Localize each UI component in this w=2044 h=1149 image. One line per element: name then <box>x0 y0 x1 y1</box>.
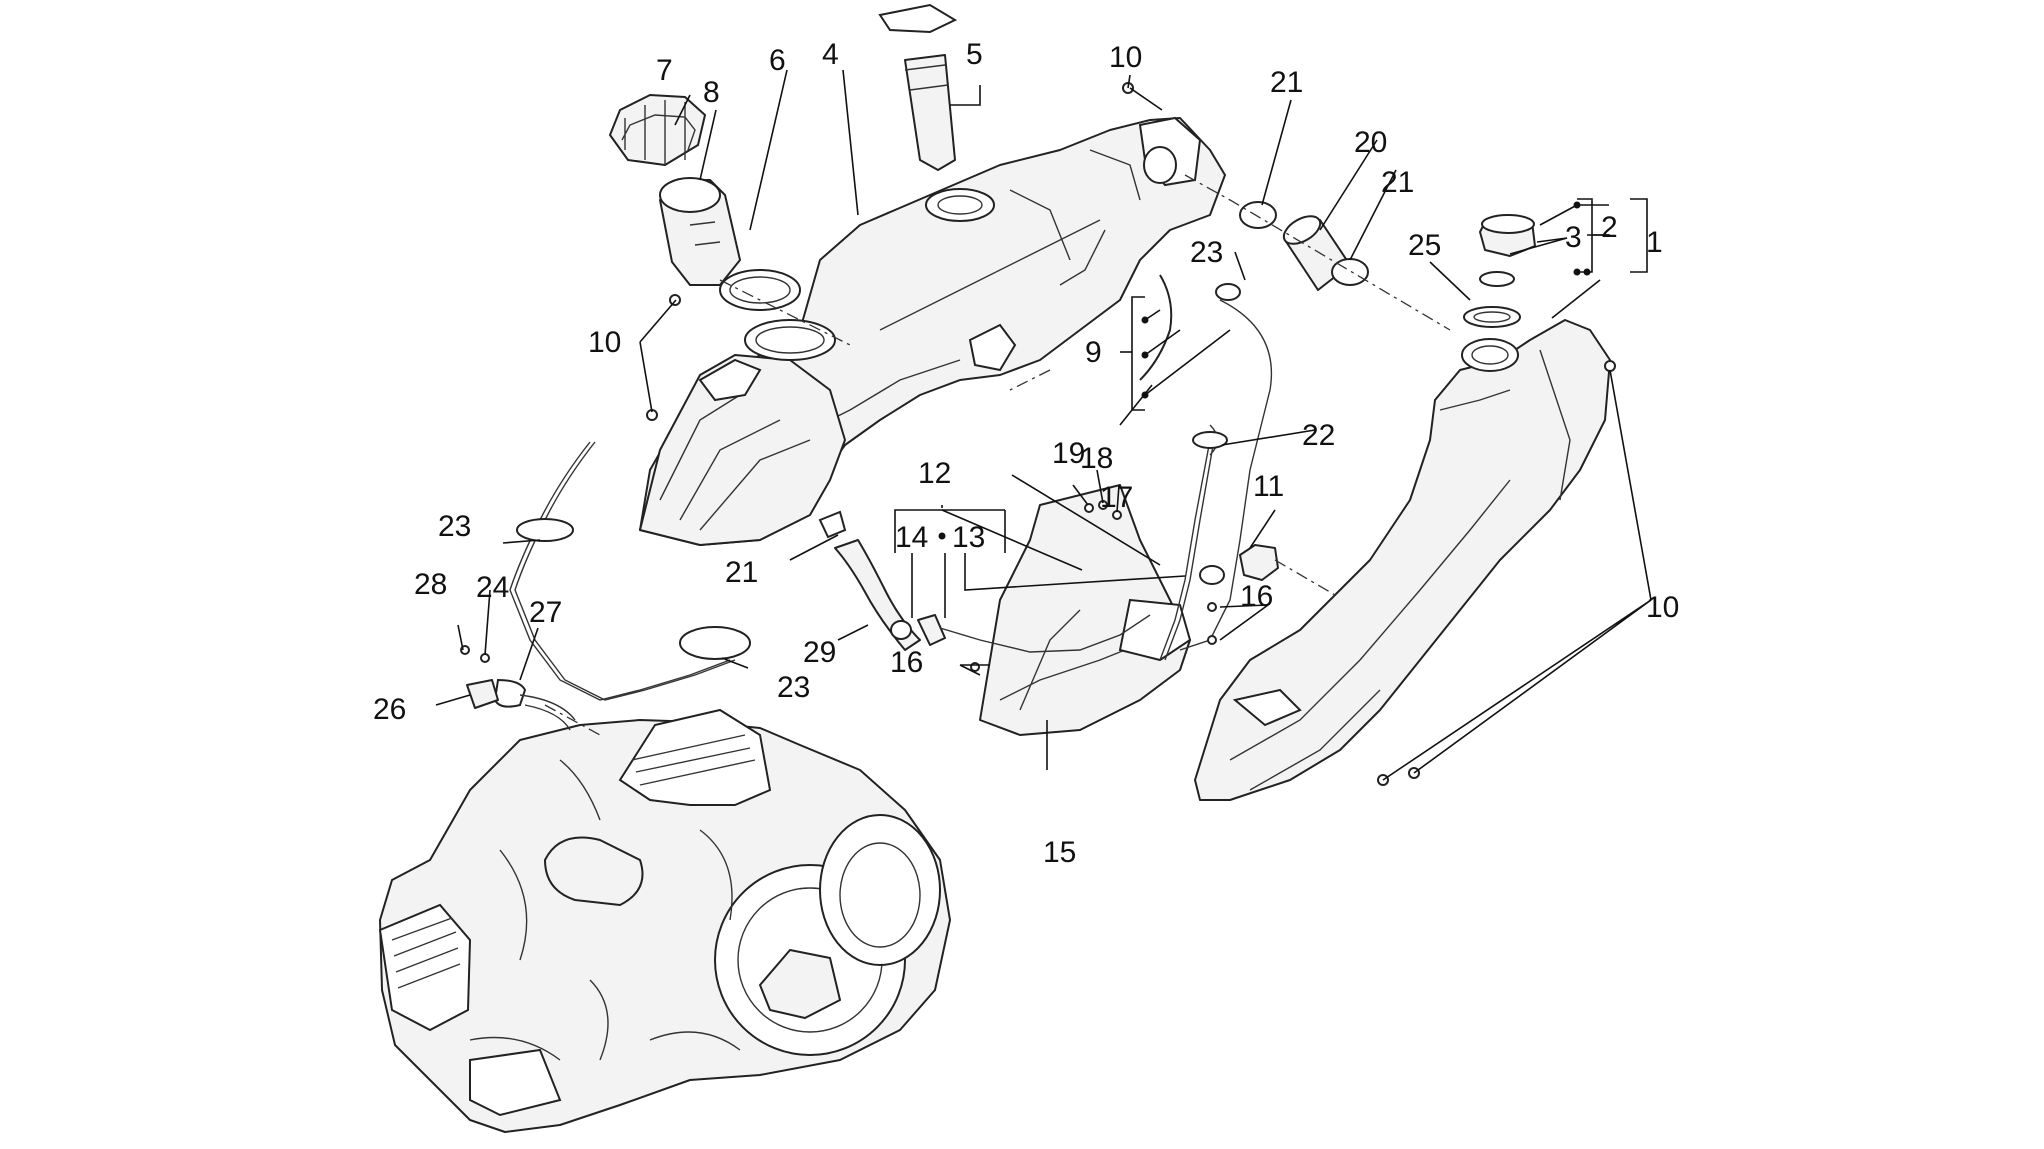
callout-3: 3 <box>1565 221 1582 254</box>
callout-28: 28 <box>414 568 447 601</box>
airbox-left-housing <box>639 354 846 546</box>
callout-22: 22 <box>1302 419 1335 452</box>
callout-9: 9 <box>1085 336 1102 369</box>
callout-20: 20 <box>1354 126 1387 159</box>
callout-7: 7 <box>656 54 673 87</box>
callout-labels: 1 2 3 4 5 6 7 8 9 10 10 10 11 12 13 14 1… <box>373 38 1679 869</box>
part-15-tray <box>979 484 1192 736</box>
callout-2: 2 <box>1601 211 1618 244</box>
callout-11: 11 <box>1253 470 1284 503</box>
callout-26: 26 <box>373 693 406 726</box>
part-3-cap-gasket <box>1479 271 1515 287</box>
callout-1: 1 <box>1646 226 1663 259</box>
callout-23-left: 23 <box>438 510 471 543</box>
callout-29: 29 <box>803 636 836 669</box>
callout-10-top: 10 <box>1109 41 1142 74</box>
callout-23-bottom: 23 <box>777 671 810 704</box>
callout-4: 4 <box>822 38 839 71</box>
callout-6: 6 <box>769 44 786 77</box>
callout-14: 14 <box>895 521 928 554</box>
part-11-union <box>1199 544 1279 585</box>
callout-19: 19 <box>1052 437 1085 470</box>
callout-10-left: 10 <box>588 326 621 359</box>
part-22-vent-hose <box>1159 424 1228 661</box>
part-6-seal-ring <box>719 269 836 361</box>
fuel-tank <box>1194 319 1611 801</box>
callout-12: 12 <box>918 457 951 490</box>
callout-5: 5 <box>966 38 983 71</box>
parts-13-14-fittings <box>890 614 1151 653</box>
assembly-axis-lines <box>544 174 1451 736</box>
callout-27: 27 <box>529 596 562 629</box>
callout-21-left: 21 <box>725 556 758 589</box>
callout-25: 25 <box>1408 229 1441 262</box>
part-23-vent-lines <box>509 441 751 701</box>
callout-15: 15 <box>1043 836 1076 869</box>
leader-dots <box>938 201 1591 540</box>
callout-18: 18 <box>1080 442 1113 475</box>
callout-10-right: 10 <box>1646 591 1679 624</box>
callout-24: 24 <box>476 571 509 604</box>
engine-assembly <box>378 708 951 1133</box>
callout-17: 17 <box>1100 481 1133 514</box>
callout-13: 13 <box>952 521 985 554</box>
part-2-tank-cap <box>1479 214 1536 257</box>
part-7-lock-ring <box>609 94 706 166</box>
callout-16-left: 16 <box>890 646 923 679</box>
part-8-fuel-pump <box>659 177 741 286</box>
part-26-fitting <box>466 679 499 709</box>
callout-23-top: 23 <box>1190 236 1223 269</box>
part-5-fuel-sender <box>878 3 958 171</box>
part-25-neck-seal <box>1463 306 1521 328</box>
part-27-breather-hose <box>493 678 576 731</box>
callout-21-right: 21 <box>1381 166 1414 199</box>
callout-8: 8 <box>703 76 720 109</box>
callout-16-right: 16 <box>1240 580 1273 613</box>
callout-21-top: 21 <box>1270 66 1303 99</box>
